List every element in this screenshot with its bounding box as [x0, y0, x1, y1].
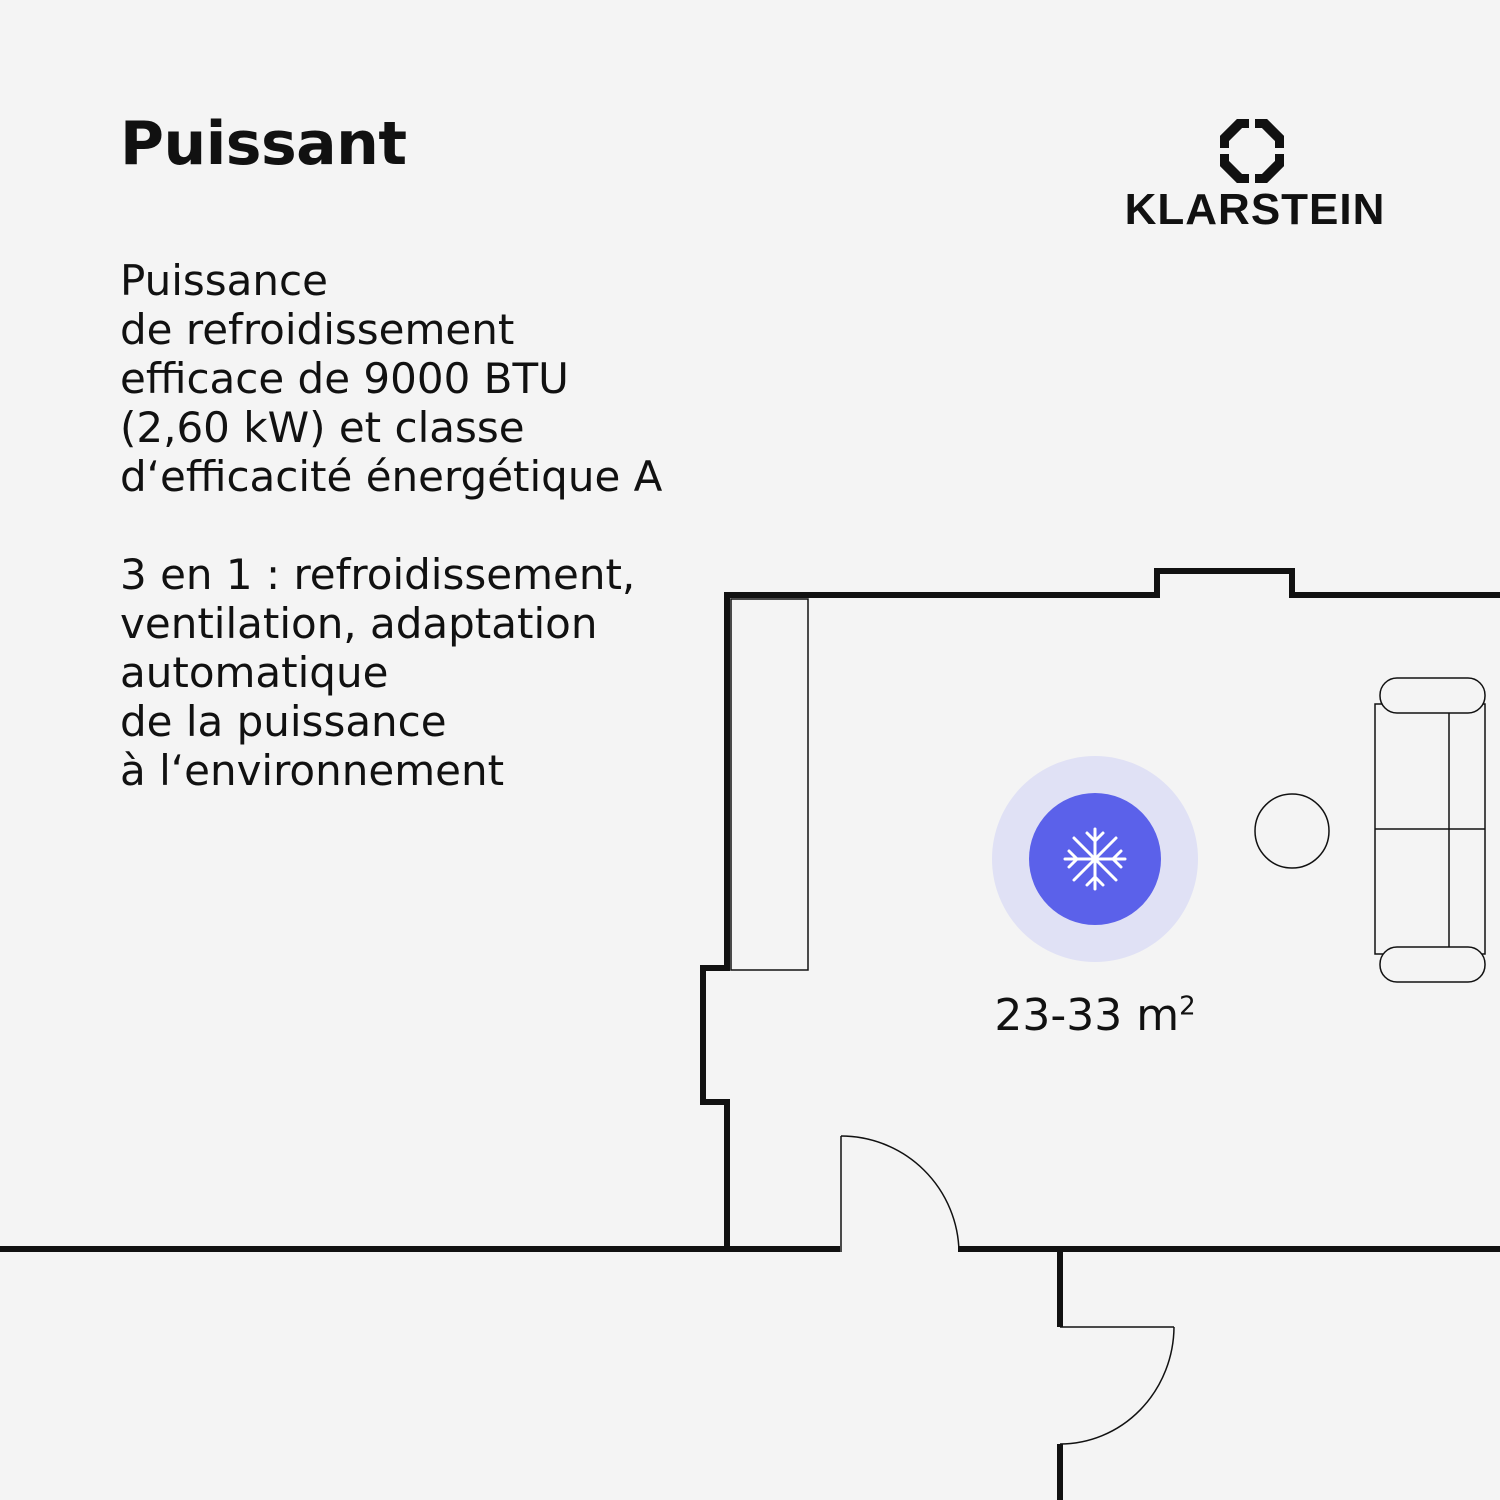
- description-line: (2,60 kW) et classe: [120, 403, 525, 452]
- description-line: automatique: [120, 648, 389, 697]
- snowflake-icon: [1063, 827, 1127, 891]
- coverage-unit-superscript: 2: [1179, 991, 1196, 1022]
- klarstein-octagon-logo-icon: [1220, 119, 1284, 183]
- description-line: de la puissance: [120, 697, 447, 746]
- door-swing: [1059, 1326, 1175, 1445]
- round-table: [1254, 793, 1330, 869]
- feature-description: Puissance de refroidissement efficace de…: [120, 256, 740, 795]
- description-line: Puissance: [120, 256, 328, 305]
- brand-name: KLARSTEIN: [1124, 185, 1386, 234]
- description-line: ventilation, adaptation: [120, 599, 598, 648]
- coverage-value: 23-33 m: [994, 990, 1180, 1041]
- description-line: de refroidissement: [120, 305, 515, 354]
- door-swing: [840, 1135, 960, 1253]
- sofa: [1374, 677, 1486, 983]
- coverage-area-label: 23-33 m2: [960, 990, 1230, 1041]
- description-line: à l‘environnement: [120, 746, 505, 795]
- description-line: 3 en 1 : refroidissement,: [120, 550, 636, 599]
- description-line: efficace de 9000 BTU: [120, 354, 569, 403]
- description-line: d‘efficacité énergétique A: [120, 452, 663, 501]
- room-wall: [700, 568, 1500, 1249]
- page-title: Puissant: [120, 109, 407, 179]
- cabinet: [730, 598, 809, 971]
- brand-logo: KLARSTEIN: [1115, 115, 1395, 245]
